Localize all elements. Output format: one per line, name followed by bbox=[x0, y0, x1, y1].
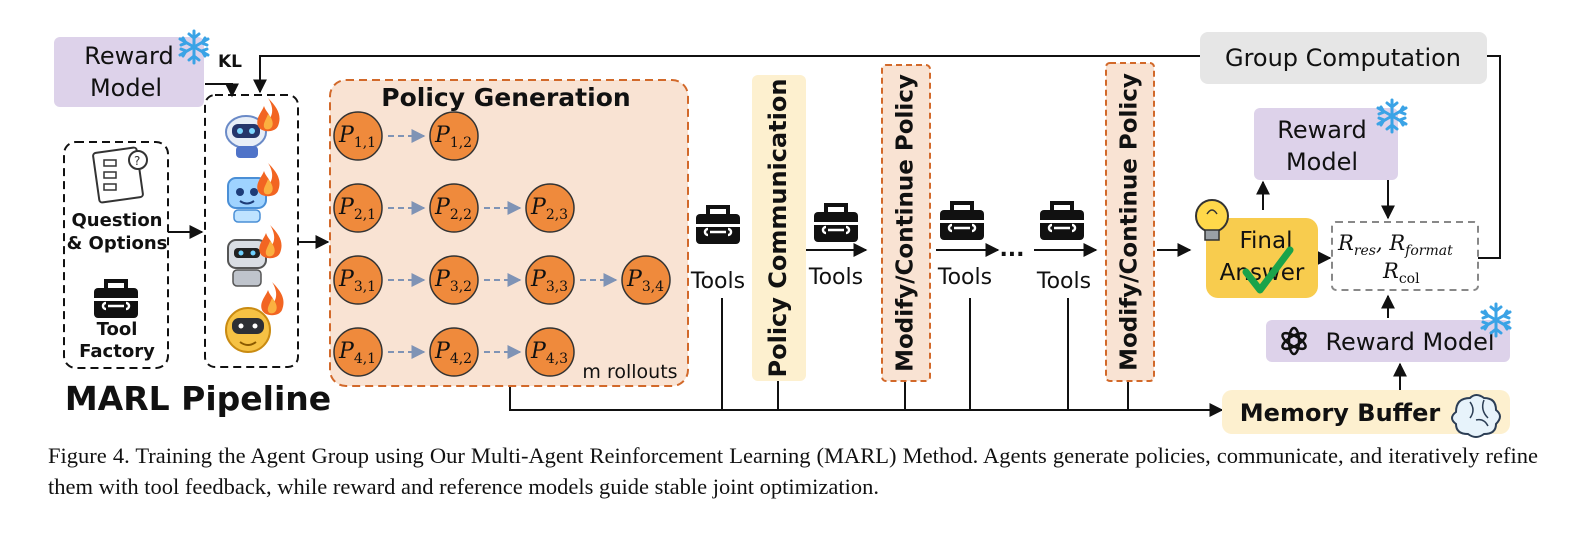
fire-icon bbox=[259, 225, 282, 259]
ellipsis: ... bbox=[999, 237, 1024, 262]
reward-model-bottom: Reward Model bbox=[1266, 320, 1510, 362]
policy-node bbox=[525, 327, 575, 377]
reward-terms-line1: Rres, Rformat bbox=[1337, 231, 1453, 259]
final-answer-line1: Final bbox=[1239, 228, 1292, 254]
group-computation-box: Group Computation bbox=[1200, 32, 1487, 84]
modify-continue-policy-box-2: Modify/Continue Policy bbox=[1105, 62, 1155, 382]
policy-generation-title: Policy Generation bbox=[381, 83, 630, 112]
tools-label-1: Tools bbox=[690, 269, 745, 294]
toolbox-icon bbox=[92, 279, 140, 320]
policy-communication-box: Policy Communication bbox=[752, 75, 806, 381]
question-label: Question bbox=[72, 210, 163, 231]
reward-model-right: Reward Model bbox=[1254, 108, 1398, 180]
fire-icon bbox=[257, 163, 280, 197]
policy-node bbox=[333, 111, 383, 161]
tools-label-4: Tools bbox=[1036, 269, 1091, 294]
options-label: & Options bbox=[67, 233, 168, 254]
r-format-sub: format bbox=[1404, 243, 1453, 259]
toolbox-icon bbox=[938, 201, 986, 242]
fire-icon bbox=[261, 282, 284, 316]
reward-model-right-line2: Model bbox=[1286, 148, 1358, 176]
fire-icon bbox=[257, 98, 280, 132]
reward-model-top-line1: Reward bbox=[84, 42, 173, 70]
factory-label: Factory bbox=[79, 341, 155, 362]
robot-icon bbox=[227, 177, 267, 223]
reward-terms-box: Rres, Rformat Rcol bbox=[1331, 221, 1479, 291]
robot-icon bbox=[225, 307, 271, 353]
policy-node-label: P2,3 bbox=[530, 195, 568, 223]
modify-continue-policy-label-1: Modify/Continue Policy bbox=[893, 74, 919, 372]
reward-model-top: Reward Model bbox=[54, 37, 204, 107]
policy-node-label: P3,3 bbox=[530, 267, 568, 295]
marl-diagram: Reward Model KL ? Question & Options Too… bbox=[54, 29, 1512, 438]
toolbox-icon bbox=[694, 205, 742, 246]
final-answer-box: Final Answer bbox=[1206, 218, 1318, 298]
policy-communication-label: Policy Communication bbox=[764, 79, 792, 378]
question-options-box: ? Question & Options Tool Factory bbox=[63, 141, 169, 369]
policy-node bbox=[429, 183, 479, 233]
marl-pipeline-label: MARL Pipeline bbox=[65, 379, 331, 418]
policy-node bbox=[525, 183, 575, 233]
tool-label: Tool bbox=[97, 319, 138, 340]
kl-label: KL bbox=[218, 52, 242, 72]
tools-label-2: Tools bbox=[808, 265, 863, 290]
policy-node bbox=[333, 327, 383, 377]
policy-node bbox=[525, 255, 575, 305]
svg-text:?: ? bbox=[134, 154, 140, 168]
reward-model-top-line2: Model bbox=[90, 74, 162, 102]
reward-model-right-line1: Reward bbox=[1277, 116, 1366, 144]
r-col-sub: col bbox=[1399, 271, 1420, 287]
toolbox-icon bbox=[1038, 201, 1086, 242]
brain-icon bbox=[1451, 394, 1501, 438]
r-res-sub: res bbox=[1354, 243, 1376, 259]
checkmark-icon bbox=[1242, 246, 1294, 294]
agent-column bbox=[204, 94, 299, 368]
modify-continue-policy-box-1: Modify/Continue Policy bbox=[881, 64, 931, 382]
question-sheet-icon: ? bbox=[92, 146, 148, 204]
openai-logo-icon bbox=[1281, 326, 1307, 356]
robot-icon bbox=[225, 115, 267, 158]
policy-node bbox=[333, 255, 383, 305]
policy-node bbox=[429, 255, 479, 305]
policy-node bbox=[429, 111, 479, 161]
lightbulb-icon bbox=[1195, 199, 1229, 241]
reward-terms-line2: Rcol bbox=[1382, 259, 1420, 287]
policy-node bbox=[333, 183, 383, 233]
policy-node bbox=[429, 327, 479, 377]
memory-buffer-box: Memory Buffer bbox=[1222, 390, 1510, 438]
robot-icon bbox=[227, 239, 267, 287]
tools-label-3: Tools bbox=[937, 265, 992, 290]
reward-model-bottom-label: Reward Model bbox=[1325, 328, 1494, 356]
figure-caption: Figure 4. Training the Agent Group using… bbox=[48, 443, 1538, 499]
policy-node bbox=[621, 255, 671, 305]
toolbox-icon bbox=[812, 203, 860, 244]
modify-continue-policy-label-2: Modify/Continue Policy bbox=[1117, 73, 1143, 371]
rollouts-label: m rollouts bbox=[582, 361, 677, 383]
memory-buffer-label: Memory Buffer bbox=[1240, 399, 1441, 427]
policy-node-label: P3,2 bbox=[434, 267, 472, 295]
group-computation-label: Group Computation bbox=[1225, 44, 1461, 72]
